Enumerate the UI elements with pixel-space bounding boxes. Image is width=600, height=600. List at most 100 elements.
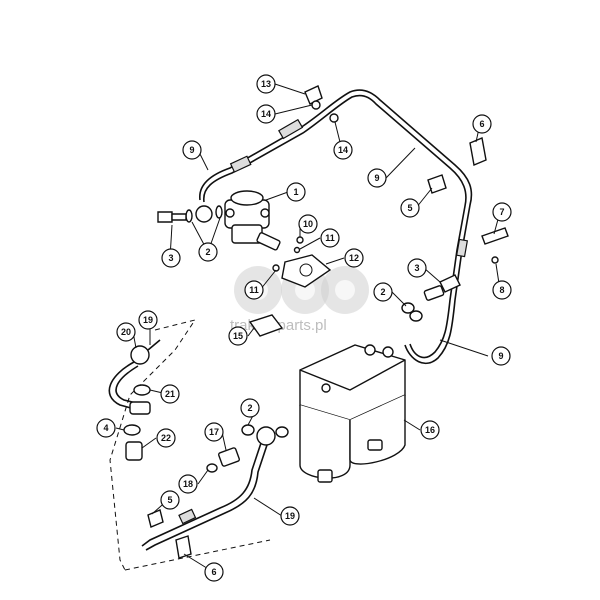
callout-2-lower: 2 <box>240 398 260 418</box>
callout-label: 17 <box>209 427 219 437</box>
filter-port <box>321 383 331 393</box>
clip-13 <box>304 85 323 105</box>
callout-18: 18 <box>178 474 198 494</box>
callout-label: 2 <box>205 247 210 257</box>
bracket-6-right <box>469 137 487 166</box>
callout-label: 9 <box>498 351 503 361</box>
clip-7 <box>481 227 509 245</box>
pump-lever <box>256 232 281 251</box>
banjo-body-right <box>423 285 445 301</box>
oring-10 <box>296 236 304 244</box>
callout-4: 4 <box>96 418 116 438</box>
oring-11-upper <box>293 246 301 254</box>
washer-2-lower-b <box>275 426 289 438</box>
callout-2-right: 2 <box>373 282 393 302</box>
clip-5-right <box>427 174 447 194</box>
callout-label: 11 <box>325 233 335 243</box>
callout-label: 14 <box>261 109 271 119</box>
callout-6-right: 6 <box>472 114 492 134</box>
pump-gasket <box>272 236 332 288</box>
gasket-hole <box>299 263 313 277</box>
callout-label: 7 <box>499 207 504 217</box>
callout-label: 4 <box>103 423 108 433</box>
fuel-lift-pump <box>224 190 281 251</box>
callout-label: 6 <box>479 119 484 129</box>
banjo-eye <box>195 205 213 223</box>
bracket-6-lower <box>175 535 192 559</box>
fuel-pipe-lower <box>141 424 289 559</box>
washer-2-right-b <box>409 310 423 322</box>
callout-label: 20 <box>121 327 131 337</box>
washer-2b <box>215 205 223 219</box>
callout-label: 9 <box>189 145 194 155</box>
callout-label: 15 <box>233 331 243 341</box>
callout-label: 10 <box>303 219 313 229</box>
clip-assembly-top <box>304 85 339 123</box>
pump-top <box>230 190 264 206</box>
hose-sleeve-lower <box>178 508 197 525</box>
callout-19-lower: 19 <box>280 506 300 526</box>
clips-right <box>427 137 509 264</box>
pump-bolt-right <box>260 208 270 218</box>
fuel-filter-assembly <box>299 344 406 483</box>
callout-label: 13 <box>261 79 271 89</box>
callout-5-right: 5 <box>400 198 420 218</box>
callout-5-lower: 5 <box>160 490 180 510</box>
callout-label: 1 <box>293 187 298 197</box>
callout-label: 6 <box>211 567 216 577</box>
banjo-19-top <box>256 426 276 446</box>
filter-head-edge <box>299 359 406 391</box>
oring-11-lower <box>272 264 280 272</box>
callout-20: 20 <box>116 322 136 342</box>
union-17 <box>218 447 240 467</box>
callout-label: 22 <box>161 433 171 443</box>
callout-label: 19 <box>143 315 153 325</box>
callout-12: 12 <box>344 248 364 268</box>
callout-label: 8 <box>499 285 504 295</box>
callout-9-mid: 9 <box>367 168 387 188</box>
plate-15 <box>248 314 284 337</box>
washer-8 <box>491 256 499 264</box>
callout-label: 5 <box>167 495 172 505</box>
callout-1: 1 <box>286 182 306 202</box>
callouts: 1 2 2 2 3 3 4 5 5 6 6 7 8 9 9 9 10 11 11… <box>96 74 512 582</box>
banjo-bolt-3-head <box>157 211 173 223</box>
callout-3-pump: 3 <box>161 248 181 268</box>
hose-sleeve-top <box>278 118 304 140</box>
callout-21: 21 <box>160 384 180 404</box>
fuel-line-upper <box>199 89 473 364</box>
filter-bleed-screw <box>364 344 376 356</box>
banjo-fitting-right <box>401 274 461 322</box>
callout-13: 13 <box>256 74 276 94</box>
callout-8: 8 <box>492 280 512 300</box>
banjo-bolt-3-right <box>439 274 461 293</box>
hose-sleeve-right <box>455 238 469 258</box>
callout-7: 7 <box>492 202 512 222</box>
callout-label: 16 <box>425 425 435 435</box>
washer-14-right <box>329 113 339 123</box>
callout-9-left: 9 <box>182 140 202 160</box>
callout-label: 5 <box>407 203 412 213</box>
banjo-bolt-3-shank <box>171 213 187 221</box>
union-fitting <box>206 447 240 473</box>
callout-label: 3 <box>414 263 419 273</box>
washer-14-top <box>311 100 321 110</box>
callout-label: 14 <box>338 145 348 155</box>
callout-label: 9 <box>374 173 379 183</box>
callout-19-upper: 19 <box>138 310 158 330</box>
callout-3-right: 3 <box>407 258 427 278</box>
callout-label: 19 <box>285 511 295 521</box>
callout-label: 3 <box>168 253 173 263</box>
callout-label: 2 <box>247 403 252 413</box>
fitting-19-lower <box>129 401 151 415</box>
pump-bolt-left <box>225 208 235 218</box>
callout-16: 16 <box>420 420 440 440</box>
clip-5-lower <box>147 509 164 528</box>
washer-2-lower-a <box>241 424 255 436</box>
callout-label: 21 <box>165 389 175 399</box>
washer-2a <box>185 209 193 223</box>
hose-sleeve-mid <box>229 155 252 173</box>
drain-plug-left <box>317 469 333 483</box>
callout-9-right: 9 <box>491 346 511 366</box>
